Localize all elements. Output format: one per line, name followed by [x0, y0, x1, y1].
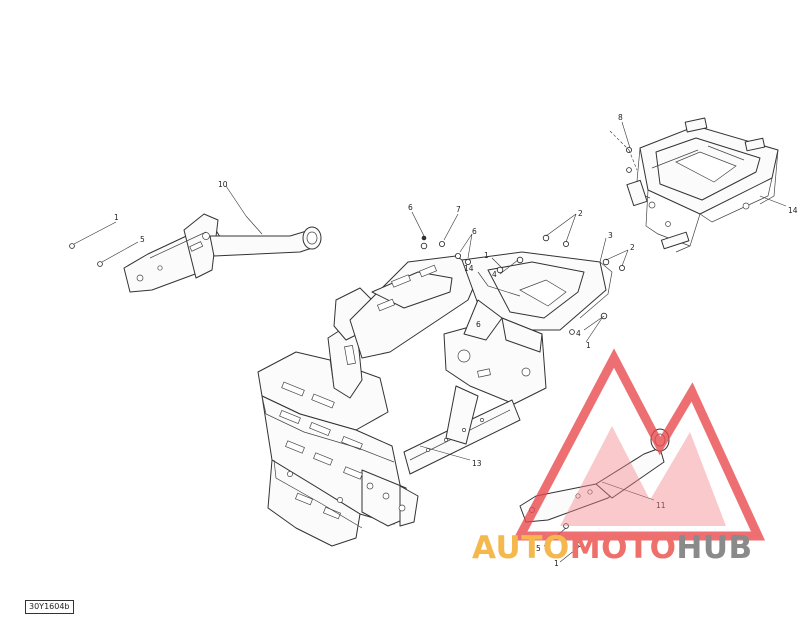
left-support-bar: [69, 213, 322, 293]
callout-5-left: 5: [140, 235, 145, 244]
callout-1-left: 1: [114, 213, 119, 222]
callout-2-upper: 2: [578, 209, 583, 218]
watermark-moto: MOTO: [569, 530, 677, 566]
callout-1-mid: 1: [484, 251, 489, 260]
callout-2-lower: 2: [630, 243, 635, 252]
callout-7: 7: [456, 205, 461, 214]
rear-subframe: [609, 117, 779, 253]
callout-8: 8: [618, 113, 623, 122]
callout-6-frame: 6: [476, 320, 481, 329]
watermark-logo-mark: [512, 348, 766, 541]
callout-3: 3: [608, 231, 613, 240]
callout-11: 11: [656, 501, 666, 510]
callout-6-mid: 6: [472, 227, 477, 236]
callout-10: 10: [218, 180, 228, 189]
callout-13: 13: [472, 459, 482, 468]
drawing-code-label: 30Y1604b: [25, 600, 74, 614]
callout-numbers: 1 5 10 6 7 6 1 14 4 8 2 3 2 4 1 6 14 13 …: [114, 113, 798, 568]
watermark-hub: HUB: [676, 530, 753, 566]
watermark-auto: AUTO: [472, 530, 570, 566]
callout-6-upper: 6: [408, 203, 413, 212]
callout-14-mid: 14: [464, 264, 474, 273]
main-frame: [257, 234, 626, 547]
watermark-wordmark: AUTOMOTOHUB: [472, 528, 753, 568]
callout-1-bottom: 1: [554, 559, 559, 568]
callout-5-bottom: 5: [536, 544, 541, 553]
callout-4-mid: 4: [492, 270, 497, 279]
callout-4-right: 4: [576, 329, 581, 338]
callout-14-rear: 14: [788, 206, 798, 215]
leader-lines: [73, 121, 787, 563]
callout-1-right: 1: [586, 341, 591, 350]
